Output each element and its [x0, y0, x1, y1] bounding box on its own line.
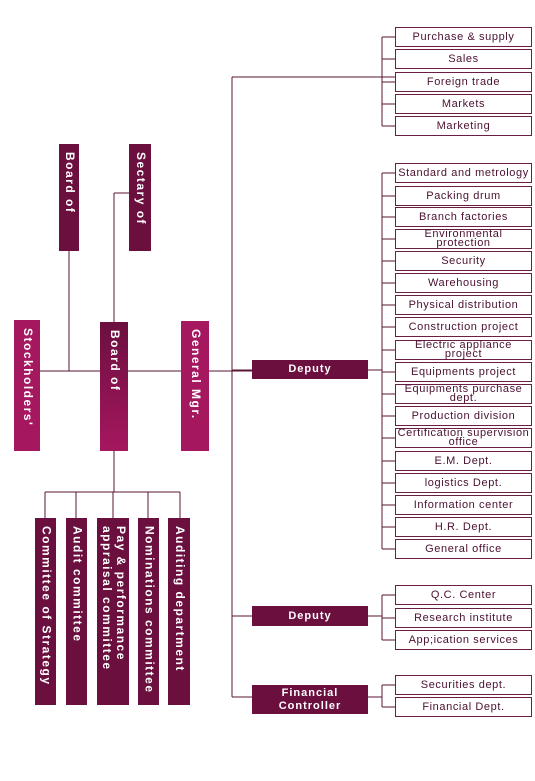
department-box: Equipments project [395, 362, 532, 382]
department-box: Foreign trade [395, 72, 532, 92]
department-box: Sales [395, 49, 532, 69]
department-box: Warehousing [395, 273, 532, 293]
auditing-department: Auditing department [168, 518, 190, 705]
department-box: General office [395, 539, 532, 559]
department-box: Environmental protection [395, 229, 532, 249]
deputy-box-1: Deputy [252, 360, 368, 379]
department-box: logistics Dept. [395, 473, 532, 493]
stockholders-box: Stockholders' [14, 320, 40, 451]
department-box: App;ication services [395, 630, 532, 650]
deputy-box-2: Deputy [252, 606, 368, 626]
board-box: Board of [100, 322, 128, 451]
department-box: Financial Dept. [395, 697, 532, 717]
department-box: Security [395, 251, 532, 271]
department-box: Securities dept. [395, 675, 532, 695]
department-box: Packing drum [395, 186, 532, 206]
department-box: Research institute [395, 608, 532, 628]
department-box: Standard and metrology [395, 163, 532, 183]
committee-pay: Pay & performance appraisal committee [97, 518, 129, 705]
board-top-box: Board of [59, 144, 79, 251]
department-box: Markets [395, 94, 532, 114]
department-box: Construction project [395, 317, 532, 337]
committee-audit: Audit committee [66, 518, 87, 705]
department-box: Electric appliance project [395, 340, 532, 360]
department-box: H.R. Dept. [395, 517, 532, 537]
financial-controller-box: Financial Controller [252, 685, 368, 714]
committee-nominations: Nominations committee [138, 518, 159, 705]
committee-strategy: Committee of Strategy [35, 518, 56, 705]
sectary-box: Sectary of [129, 144, 151, 251]
department-box: E.M. Dept. [395, 451, 532, 471]
department-box: Q.C. Center [395, 585, 532, 605]
department-box: Equipments purchase dept. [395, 384, 532, 404]
general-mgr-box: General Mgr. [181, 321, 209, 451]
department-box: Marketing [395, 116, 532, 136]
department-box: Production division [395, 406, 532, 426]
department-box: Information center [395, 495, 532, 515]
department-box: Physical distribution [395, 295, 532, 315]
department-box: Certification supervision office [395, 428, 532, 448]
department-box: Purchase & supply [395, 27, 532, 47]
department-box: Branch factories [395, 207, 532, 227]
